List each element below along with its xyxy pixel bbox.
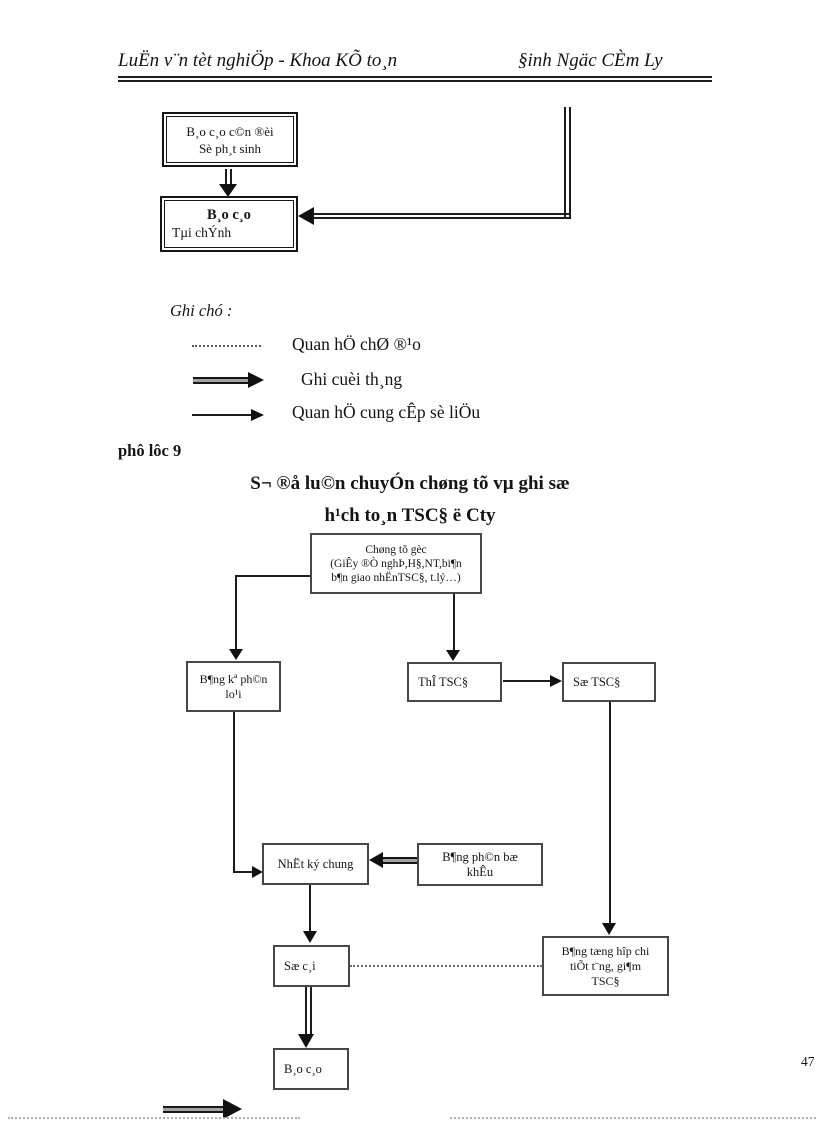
asset-book-box: Sæ TSC§: [562, 662, 656, 702]
diagram-title-line2: h¹ch to¸n TSC§ ë Cty: [324, 505, 496, 526]
arrow-depreciation-to-journal: [383, 857, 417, 864]
depreciation-line2: khÊu: [466, 864, 494, 879]
financial-report-line1: B¸o c¸o: [207, 207, 251, 223]
page-number-digit: 4: [801, 1054, 808, 1069]
detail-summary-line3: TSC§: [591, 973, 620, 988]
connector-right-vertical-line1: [564, 107, 566, 217]
source-documents-line1: Chøng tõ gèc: [365, 543, 427, 556]
asset-card-label: ThÎ TSC§: [418, 674, 469, 689]
arrowhead-left-icon: [298, 207, 314, 225]
arrowhead-left-icon: [369, 852, 383, 868]
connector-journal-to-ledger: [309, 885, 311, 932]
bottom-dotted-line-right: [450, 1117, 816, 1119]
legend-title: Ghi chó :: [170, 301, 233, 320]
financial-report-line2: Tµi chÝnh: [172, 225, 232, 240]
arrow-balance-to-report-line2: [230, 169, 232, 186]
arrowhead-down-icon: [446, 650, 460, 661]
header-left-title: LuËn v¨n tèt nghiÖp - Khoa KÕ to¸n: [118, 50, 398, 71]
arrowhead-right-icon: [252, 866, 263, 878]
financial-report-box: B¸o c¸o Tµi chÝnh: [160, 196, 298, 252]
connector-right-horizontal-line1: [313, 213, 571, 215]
source-documents-line3: b¶n giao nhËnTSC§, t.lý…): [331, 571, 461, 584]
bottom-dotted-line-left: [8, 1117, 300, 1119]
connector-class-to-journal-vertical: [233, 712, 235, 873]
classification-line1: B¶ng kª ph©n: [199, 671, 268, 686]
connector-class-to-journal-horizontal: [233, 871, 254, 873]
classification-line2: lo¹i: [225, 686, 242, 701]
report-label: B¸o c¸o: [284, 1061, 322, 1076]
connector-src-to-class-horizontal: [235, 575, 310, 577]
arrowhead-down-icon: [303, 931, 317, 943]
connector-right-vertical-line2: [569, 107, 571, 217]
ledger-label: Sæ c¸i: [284, 958, 316, 973]
arrowhead-down-icon: [219, 184, 237, 197]
legend-thick-arrowhead-icon: [248, 372, 264, 388]
legend-dotted-line-icon: [192, 345, 261, 347]
connector-src-to-card-vertical: [453, 594, 455, 651]
diagram-title-line1: S¬ ®å lu©n chuyÓn chøng tõ vµ ghi sæ: [250, 473, 570, 494]
detail-summary-box: B¶ng tæng hîp chi tiÕt t¨ng, gi¶m TSC§: [542, 936, 669, 996]
legend-item-monthly-label: Ghi cuèi th¸ng: [301, 369, 403, 389]
balance-report-box: B¸o c¸o c©n ®èi Sè ph¸t sinh: [162, 112, 298, 167]
detail-summary-line1: B¶ng tæng hîp chi: [561, 943, 650, 958]
arrow-balance-to-report-line1: [225, 169, 227, 186]
general-journal-label: NhËt ký chung: [277, 856, 354, 871]
asset-book-label: Sæ TSC§: [573, 674, 621, 689]
balance-report-line2: Sè ph¸t sinh: [198, 140, 262, 156]
bottom-arrowhead-right-icon: [223, 1099, 242, 1119]
ledger-box: Sæ c¸i: [273, 945, 350, 987]
classification-sheet-box: B¶ng kª ph©n lo¹i: [186, 661, 281, 712]
page-number-clipped-digit: 7: [807, 1054, 814, 1069]
connector-right-horizontal-line2: [313, 217, 571, 219]
connector-card-to-book: [503, 680, 551, 682]
arrowhead-down-icon: [229, 649, 243, 660]
detail-summary-line2: tiÕt t¨ng, gi¶m: [569, 958, 642, 973]
legend-thin-arrow-icon: [192, 414, 252, 416]
source-documents-box: Chøng tõ gèc (GiÊy ®Ò nghÞ,H§,NT,bi¶n b¶…: [310, 533, 482, 594]
connector-src-to-class-vertical: [235, 575, 237, 650]
connector-ledger-summary-dotted: [350, 965, 542, 967]
page-number: 47: [801, 1054, 814, 1070]
legend-item-supply-label: Quan hÖ cung cÊp sè liÖu: [292, 402, 481, 422]
balance-report-line1: B¸o c¸o c©n ®èi: [186, 123, 274, 139]
arrowhead-down-icon: [298, 1034, 314, 1048]
report-box: B¸o c¸o: [273, 1048, 349, 1090]
legend-thick-arrow-icon: [193, 377, 249, 384]
asset-card-box: ThÎ TSC§: [407, 662, 502, 702]
general-journal-box: NhËt ký chung: [262, 843, 369, 885]
header-rule: [118, 76, 712, 82]
legend-item-direction-label: Quan hÖ chØ ®¹o: [292, 334, 421, 354]
bottom-thick-arrow: [163, 1106, 224, 1113]
appendix-label: phô lôc 9: [118, 441, 182, 460]
arrowhead-down-icon: [602, 923, 616, 935]
connector-book-to-summary: [609, 702, 611, 924]
header-right-author: §inh Ngäc CÈm Ly: [518, 50, 663, 71]
depreciation-sheet-box: B¶ng ph©n bæ khÊu: [417, 843, 543, 886]
source-documents-line2: (GiÊy ®Ò nghÞ,H§,NT,bi¶n: [330, 557, 462, 570]
depreciation-line1: B¶ng ph©n bæ: [442, 849, 518, 864]
arrow-ledger-to-report-line2: [310, 987, 312, 1036]
legend-thin-arrowhead-icon: [251, 409, 264, 421]
arrowhead-right-icon: [550, 675, 562, 687]
arrow-ledger-to-report-line1: [305, 987, 307, 1036]
